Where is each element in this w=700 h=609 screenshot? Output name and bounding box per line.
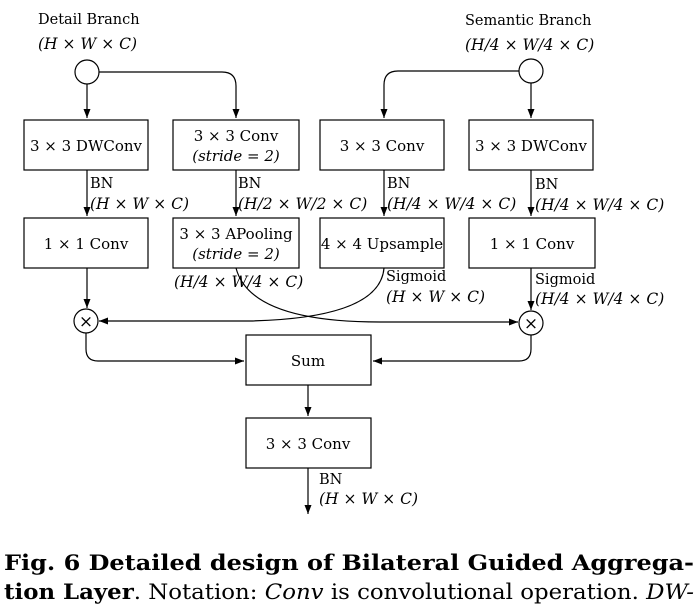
sigmoid-label-2: Sigmoid [535, 272, 595, 288]
edge-right-multiply-to-sum [373, 335, 532, 365]
bn-dims-3: (H/4 × W/4 × C) [387, 195, 516, 213]
bn-dims-1: (H × W × C) [90, 195, 189, 213]
detail-conv-box [172, 119, 300, 171]
detail-1x1-box [23, 217, 149, 269]
apooling-box [172, 217, 300, 269]
bn-out-dims: (H × W × C) [319, 490, 418, 508]
caption-term: tion Layer [4, 579, 135, 604]
edge-left-multiply-to-sum [85, 333, 244, 365]
apooling-label: 3 × 3 APooling [179, 225, 293, 243]
final-conv-box [245, 417, 372, 469]
semantic-input-node [518, 58, 544, 84]
detail-conv-label: 3 × 3 Conv [194, 127, 279, 145]
bn-out-label: BN [319, 472, 343, 488]
edge-upsample-to-left-multiply [99, 267, 385, 325]
bn-label-4: BN [535, 177, 559, 193]
multiply-icon-right: × [524, 314, 538, 334]
apooling-stride: (stride = 2) [192, 245, 280, 263]
upsample-label: 4 × 4 Upsample [321, 235, 443, 253]
semantic-1x1-box [468, 217, 596, 269]
semantic-conv-box [319, 119, 445, 171]
pool-dims: (H/4 × W/4 × C) [174, 273, 303, 291]
caption-dw-term: DW- [645, 580, 694, 604]
bn-label-2: BN [238, 176, 262, 192]
bn-dims-4: (H/4 × W/4 × C) [535, 196, 664, 214]
edge-apooling-to-right-multiply [235, 267, 518, 326]
sigmoid-dims-1: (H × W × C) [386, 288, 485, 306]
edge-detail-to-conv [99, 71, 240, 118]
semantic-dwconv-label: 3 × 3 DWConv [475, 137, 588, 155]
detail-input-node [74, 59, 100, 85]
detail-dwconv-box [23, 119, 149, 171]
bn-label-3: BN [387, 176, 411, 192]
detail-conv-stride: (stride = 2) [192, 147, 280, 165]
semantic-conv-label: 3 × 3 Conv [340, 137, 425, 155]
bn-label-1: BN [90, 176, 114, 192]
detail-dwconv-label: 3 × 3 DWConv [30, 137, 143, 155]
sigmoid-label-1: Sigmoid [386, 269, 446, 285]
semantic-dwconv-box [468, 119, 594, 171]
detail-branch-dims: (H × W × C) [38, 35, 137, 53]
caption-conv-term: Conv [265, 580, 324, 604]
sum-label: Sum [291, 352, 325, 370]
detail-branch-title: Detail Branch [38, 12, 140, 28]
semantic-1x1-label: 1 × 1 Conv [490, 235, 575, 253]
multiply-icon-left: × [79, 312, 93, 332]
semantic-branch-dims: (H/4 × W/4 × C) [465, 36, 594, 54]
sigmoid-dims-2: (H/4 × W/4 × C) [535, 290, 664, 308]
caption-line-1: Fig. 6 Detailed design of Bilateral Guid… [4, 550, 694, 575]
detail-1x1-label: 1 × 1 Conv [44, 235, 129, 253]
edge-semantic-to-conv [380, 70, 519, 118]
final-conv-label: 3 × 3 Conv [266, 435, 351, 453]
caption-notation: . Notation: [134, 580, 265, 604]
caption-line-2: tion Layer. Notation: Conv is convolutio… [4, 579, 694, 604]
upsample-box [319, 217, 445, 269]
semantic-branch-title: Semantic Branch [465, 13, 591, 29]
sum-box [245, 334, 372, 386]
bn-dims-2: (H/2 × W/2 × C) [238, 195, 367, 213]
caption-conv-desc: is convolutional operation. [324, 580, 647, 604]
